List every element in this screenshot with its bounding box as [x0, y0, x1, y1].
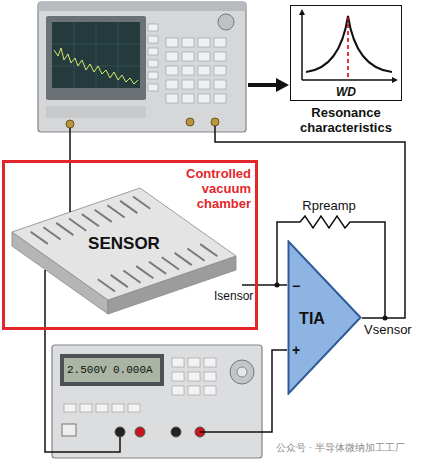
watermark: 公众号 · 半导体微纳加工工厂 — [276, 441, 405, 454]
spectrum-analyzer — [46, 106, 146, 118]
spectrum-analyzer — [148, 48, 158, 55]
display-reading: 0.000A — [113, 363, 153, 377]
spectrum-analyzer — [148, 72, 158, 79]
spectrum-analyzer — [214, 80, 226, 89]
power-supply — [230, 360, 254, 384]
display-reading: 2.500V — [67, 363, 107, 377]
spectrum-analyzer — [211, 118, 219, 126]
spectrum-analyzer — [166, 52, 178, 61]
spectrum-analyzer — [148, 60, 158, 67]
resonance-plot — [306, 16, 392, 72]
junction-dot — [383, 316, 388, 321]
flow-arrow — [276, 78, 289, 92]
resonance-panel: WDResonance characteristics — [290, 5, 410, 135]
pin-sign: + — [292, 341, 300, 359]
power-supply — [172, 386, 184, 395]
resonance-plot — [299, 9, 305, 15]
flow-arrow — [248, 83, 278, 87]
amplifier-name: TIA — [299, 309, 325, 328]
power-supply — [96, 404, 108, 412]
triangle-outline — [289, 242, 361, 394]
power-supply — [112, 404, 124, 412]
wire — [200, 350, 287, 432]
power-supply — [237, 367, 247, 377]
spectrum-analyzer — [214, 94, 226, 103]
spectrum-analyzer — [148, 36, 158, 43]
power-supply — [115, 427, 125, 437]
spectrum-analyzer — [198, 80, 210, 89]
spectrum-analyzer — [166, 38, 178, 47]
spectrum-analyzer — [54, 48, 138, 84]
spectrum-analyzer — [38, 2, 246, 11]
power-supply — [135, 427, 145, 437]
power-supply — [64, 358, 160, 382]
power-supply — [172, 358, 184, 367]
spectrum-analyzer — [182, 66, 194, 75]
spectrum-analyzer — [166, 94, 178, 103]
resonance-plot — [347, 17, 349, 80]
power-supply — [204, 386, 216, 395]
sensor-name: SENSOR — [88, 234, 160, 254]
power-supply — [188, 386, 200, 395]
spectrum-analyzer — [148, 84, 158, 91]
power-supply — [188, 358, 200, 367]
signal-wire — [242, 284, 287, 286]
tia-amplifier: TIA — [287, 240, 362, 395]
wire — [69, 128, 71, 212]
spectrum-analyzer — [182, 94, 194, 103]
resonance-plot — [392, 77, 398, 83]
spectrum-analyzer — [52, 22, 140, 88]
power-supply — [60, 354, 164, 386]
power-supply — [62, 424, 76, 436]
vacuum-chamber: Controlled vacuum chamberSENSOR — [2, 160, 258, 330]
spectrum-analyzer — [148, 24, 158, 31]
power-supply — [204, 358, 216, 367]
axis-label: WD — [291, 86, 401, 99]
spectrum-analyzer — [182, 52, 194, 61]
flow-arrow — [248, 78, 289, 92]
wire — [45, 126, 405, 452]
current-label: Isensor — [212, 289, 255, 303]
spectrum-analyzer — [166, 80, 178, 89]
power-supply — [52, 345, 262, 458]
power-supply — [188, 372, 200, 381]
resonance-plot — [299, 9, 398, 83]
resistor-name: Rpreamp — [302, 198, 355, 214]
spectrum-analyzer — [214, 52, 226, 61]
spectrum-analyzer — [198, 52, 210, 61]
spectrum-analyzer — [66, 120, 74, 128]
spectrum-analyzer — [46, 16, 146, 100]
pin-sign: − — [292, 277, 300, 295]
spectrum-analyzer — [38, 2, 246, 132]
spectrum-analyzer — [186, 118, 194, 126]
panel-heading: Resonance characteristics — [282, 105, 410, 135]
resonance-plot — [302, 12, 396, 80]
spectrum-analyzer — [52, 22, 140, 88]
spectrum-analyzer — [198, 94, 210, 103]
wire — [45, 270, 120, 452]
spectrum-analyzer — [182, 80, 194, 89]
power-supply — [128, 404, 140, 412]
plot-frame: WD — [290, 5, 402, 101]
power-supply — [52, 345, 262, 458]
chamber-heading: Controlled vacuum chamber — [165, 166, 251, 211]
power-supply — [64, 404, 76, 412]
spectrum-analyzer — [38, 2, 246, 132]
power-supply — [172, 372, 184, 381]
spectrum-analyzer — [218, 14, 234, 30]
spectrum-analyzer — [198, 66, 210, 75]
power-supply — [204, 372, 216, 381]
power-supply — [80, 404, 92, 412]
power-supply — [171, 427, 181, 437]
signal-name: Vsensor — [364, 322, 412, 338]
spectrum-analyzer — [198, 38, 210, 47]
spectrum-analyzer — [214, 66, 226, 75]
spectrum-analyzer — [166, 66, 178, 75]
spectrum-analyzer — [182, 38, 194, 47]
spectrum-analyzer — [214, 38, 226, 47]
